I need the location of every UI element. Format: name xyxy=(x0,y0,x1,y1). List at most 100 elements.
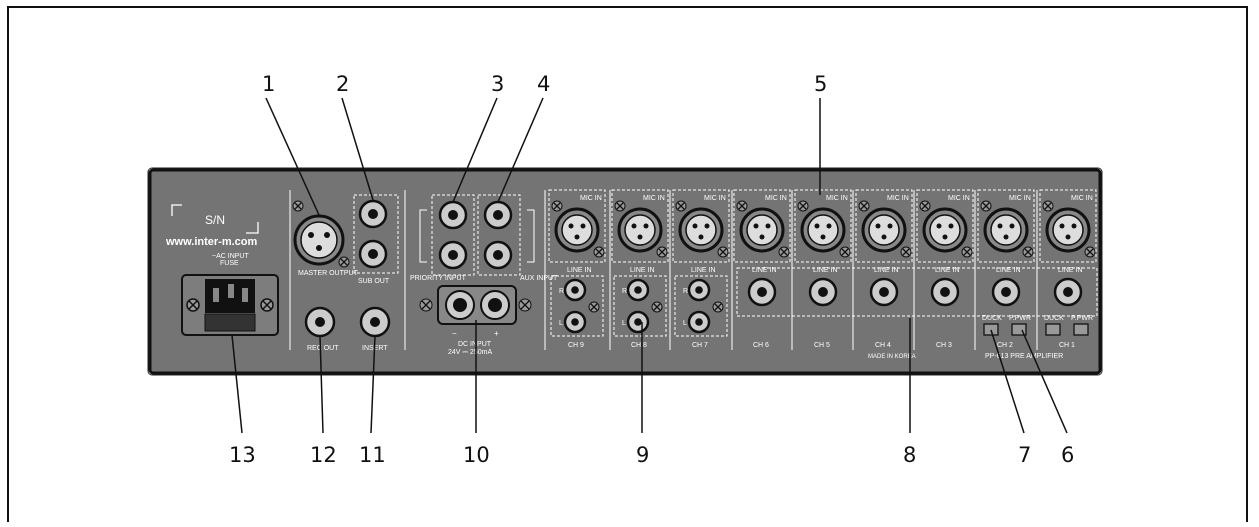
mic-in-xlr xyxy=(797,200,851,258)
channel-label: CH 1 xyxy=(1059,342,1075,349)
callout-10: 10 xyxy=(463,443,490,467)
callout-4: 4 xyxy=(537,72,550,96)
phantom-power-switch[interactable] xyxy=(1073,323,1089,336)
line-in-jack xyxy=(869,277,899,307)
p-pwr-label: P.PWR xyxy=(1009,315,1031,322)
callout-5: 5 xyxy=(814,72,827,96)
l-label: L xyxy=(683,320,687,327)
channel-8 xyxy=(611,189,669,337)
mic-in-xlr xyxy=(919,200,973,258)
line-in-l-jack xyxy=(626,310,650,334)
section-dividers xyxy=(289,190,1038,350)
line-in-label: LINE IN xyxy=(630,267,655,274)
line-in-jack xyxy=(747,277,777,307)
callout-13: 13 xyxy=(229,443,256,467)
mic-in-xlr xyxy=(980,200,1034,258)
channel-label: CH 9 xyxy=(568,342,584,349)
mic-in-label: MIC IN xyxy=(826,195,848,202)
callout-6: 6 xyxy=(1061,443,1074,467)
fuse-label: FUSE xyxy=(220,260,239,267)
line-in-r-jack xyxy=(563,278,587,302)
line-in-label: LINE IN xyxy=(567,267,592,274)
rec-out-label: REC OUT xyxy=(307,345,339,352)
mic-in-label: MIC IN xyxy=(1071,195,1093,202)
r-label: R xyxy=(559,288,564,295)
line-in-r-jack xyxy=(687,278,711,302)
duck-switch[interactable] xyxy=(1045,323,1061,336)
mic-in-label: MIC IN xyxy=(887,195,909,202)
line-in-label: LINE IN xyxy=(752,267,777,274)
line-in-label: LINE IN xyxy=(996,267,1021,274)
r-label: R xyxy=(622,288,627,295)
callout-9: 9 xyxy=(636,443,649,467)
mic-in-xlr xyxy=(858,200,912,258)
channel-label: CH 5 xyxy=(814,342,830,349)
line-in-jack xyxy=(1053,277,1083,307)
mic-in-label: MIC IN xyxy=(948,195,970,202)
callout-2: 2 xyxy=(336,72,349,96)
callout-12: 12 xyxy=(310,443,337,467)
line-in-l-jack xyxy=(563,310,587,334)
figure-frame xyxy=(7,6,1248,522)
duck-label: DUCK xyxy=(982,315,1002,322)
channel-label: CH 7 xyxy=(692,342,708,349)
line-in-r-jack xyxy=(626,278,650,302)
line-in-label: LINE IN xyxy=(1058,267,1083,274)
mic-in-label: MIC IN xyxy=(765,195,787,202)
dc-minus-label: − xyxy=(452,329,457,338)
sub-out-label: SUB OUT xyxy=(358,278,390,285)
channel-4 xyxy=(855,189,913,307)
channel-label: CH 8 xyxy=(631,342,647,349)
callout-7: 7 xyxy=(1018,443,1031,467)
line-in-l-jack xyxy=(687,310,711,334)
channel-label: CH 4 xyxy=(875,342,891,349)
mic-in-xlr xyxy=(551,200,605,258)
l-label: L xyxy=(622,320,626,327)
callout-11: 11 xyxy=(359,443,386,467)
p-pwr-label: P.PWR xyxy=(1071,315,1093,322)
aux-input-label: AUX INPUT xyxy=(520,275,558,282)
duck-switch[interactable] xyxy=(983,323,999,336)
rec-out-jack xyxy=(304,306,336,338)
r-label: R xyxy=(683,288,688,295)
made-in-label: MADE IN KOREA xyxy=(868,354,916,360)
channel-1 xyxy=(1039,189,1097,336)
model-label: PP-613 PRE AMPLIFIER xyxy=(985,353,1063,360)
serial-number-plate: S/N xyxy=(171,204,259,234)
aux-input-jacks xyxy=(477,194,535,276)
mic-in-label: MIC IN xyxy=(643,195,665,202)
master-output-xlr xyxy=(292,200,350,268)
priority-input-jacks xyxy=(419,194,475,276)
channel-label: CH 3 xyxy=(936,342,952,349)
ac-input-label: ~AC INPUT xyxy=(212,253,249,260)
leader-lines xyxy=(231,97,1068,434)
mic-in-xlr xyxy=(614,200,668,258)
callout-3: 3 xyxy=(491,72,504,96)
dc-input-label: DC INPUT xyxy=(458,341,492,348)
mic-in-label: MIC IN xyxy=(580,195,602,202)
channel-label: CH 6 xyxy=(753,342,769,349)
mic-in-label: MIC IN xyxy=(704,195,726,202)
callout-8: 8 xyxy=(903,443,916,467)
dc-rating-label: 24V ⎓ 250mA xyxy=(448,349,492,356)
line-in-label: LINE IN xyxy=(935,267,960,274)
mic-in-xlr xyxy=(736,200,790,258)
channel-strips: MIC IN LINE IN R L CH 9 MIC IN LINE IN R L CH 8 MI… xyxy=(548,189,1098,349)
line-in-jack xyxy=(991,277,1021,307)
website-label: www.inter-m.com xyxy=(165,236,257,248)
mic-in-label: MIC IN xyxy=(1009,195,1031,202)
channel-label: CH 2 xyxy=(997,342,1013,349)
line-in-jack xyxy=(930,277,960,307)
sn-label: S/N xyxy=(205,213,225,227)
line-in-group xyxy=(736,267,1098,317)
master-output-label: MASTER OUTPUT xyxy=(298,270,359,277)
sub-out-jacks xyxy=(353,194,399,274)
channel-2 xyxy=(977,189,1035,336)
line-in-label: LINE IN xyxy=(813,267,838,274)
line-in-label: LINE IN xyxy=(874,267,899,274)
phantom-power-switch[interactable] xyxy=(1011,323,1027,336)
channel-3 xyxy=(916,189,974,307)
channel-7 xyxy=(672,189,730,337)
channel-9 xyxy=(548,189,606,337)
duck-label: DUCK xyxy=(1044,315,1064,322)
